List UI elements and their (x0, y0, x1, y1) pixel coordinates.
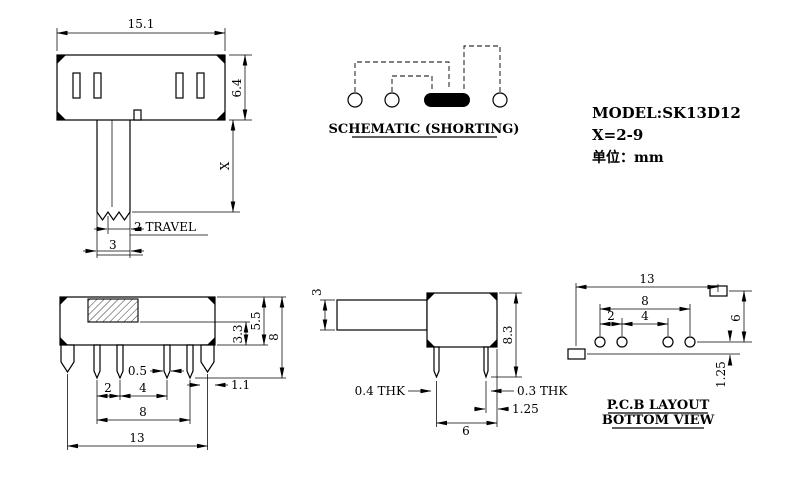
mounting-tab-right (200, 344, 215, 374)
dim-pcb-row-gap: 6 (729, 314, 743, 322)
top-view: 15.1 6.4 X 2 TRAVEL 3 (56, 17, 252, 258)
side-view: 3 8.3 0.4 THK 0.3 THK 1.25 6 (310, 288, 568, 438)
dim-pcb-pin-span: 8 (641, 294, 649, 308)
mounting-tab-left (60, 344, 75, 374)
dim-front-pin-span: 8 (139, 405, 147, 419)
actuator-stem (336, 299, 428, 331)
dim-top-travel: 2 TRAVEL (134, 220, 196, 234)
dim-front-tab-span: 13 (129, 431, 144, 445)
terminal-2 (384, 92, 400, 108)
front-view: 3.3 5.5 8 0.5 1.1 2 4 8 13 (59, 296, 286, 450)
unit-note: 单位：mm (592, 149, 664, 166)
dim-side-total-height: 8.3 (501, 325, 515, 344)
pcb-hole-2 (616, 336, 628, 348)
terminal-1 (347, 92, 363, 108)
pin-4 (186, 344, 194, 380)
dim-side-pin-front-thk: 0.4 THK (355, 384, 406, 398)
dim-front-pin-width: 0.5 (128, 364, 147, 378)
pcb-pad-right (709, 285, 728, 297)
dim-front-tab-width: 1.1 (231, 378, 250, 392)
pin-2 (116, 344, 124, 380)
side-pin-back (483, 346, 489, 379)
pcb-caption-2: BOTTOM VIEW (602, 413, 715, 428)
dim-pcb-pitch-b: 4 (641, 309, 649, 323)
pcb-layout: 13 8 2 4 6 1.25 P.C.B LAYOUT BOTTOM VIEW (567, 272, 752, 429)
dim-top-stem-width: 3 (109, 238, 117, 252)
dim-front-knob-depth: 3.3 (231, 324, 245, 343)
pcb-pad-left (567, 348, 586, 360)
pin-3 (163, 344, 171, 380)
side-pin-front (433, 346, 440, 379)
pcb-hole-4 (684, 336, 696, 348)
dim-top-width: 15.1 (128, 17, 155, 31)
pcb-hole-1 (594, 336, 606, 348)
dim-top-stem-length: X (218, 161, 232, 170)
dim-side-stem-height: 3 (310, 288, 324, 296)
slider-knob (87, 298, 139, 323)
dim-side-pad-offset: 1.25 (512, 402, 539, 416)
dim-top-height: 6.4 (230, 78, 244, 97)
dim-pcb-pitch-a: 2 (607, 309, 615, 323)
dim-front-body-height: 5.5 (249, 311, 263, 330)
dim-front-total-height: 8 (267, 333, 281, 341)
dim-pcb-offset: 1.25 (714, 361, 728, 388)
schematic-caption: SCHEMATIC (SHORTING) (329, 122, 520, 137)
pin-1 (93, 344, 101, 380)
terminal-4 (492, 92, 508, 108)
dim-front-pitch-a: 2 (104, 381, 112, 395)
model-number: MODEL:SK13D12 (592, 104, 741, 122)
dim-side-pin-back-thk: 0.3 THK (517, 384, 568, 398)
schematic: SCHEMATIC (SHORTING) (329, 45, 520, 138)
dim-pcb-tab-span: 13 (639, 272, 654, 286)
dim-side-body-depth: 6 (462, 424, 470, 438)
x-range: X=2-9 (592, 126, 643, 144)
pcb-hole-3 (662, 336, 674, 348)
dim-front-pitch-b: 4 (139, 381, 147, 395)
shorting-bar (424, 93, 470, 107)
pcb-caption-1: P.C.B LAYOUT (607, 398, 710, 413)
title-block: MODEL:SK13D12 X=2-9 单位：mm (592, 104, 741, 166)
